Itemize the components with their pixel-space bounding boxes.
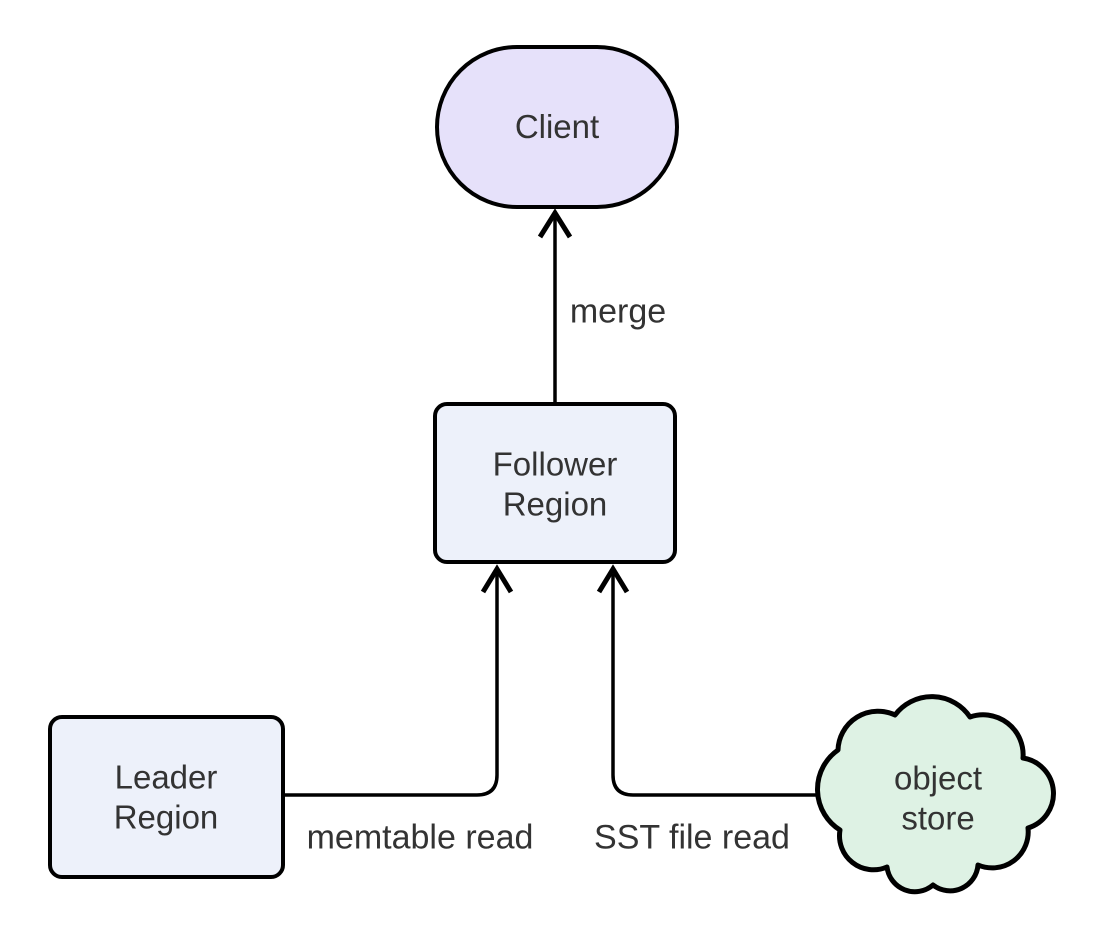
memtable-read-arrowhead — [480, 564, 514, 594]
memtable-read-edge-line — [280, 574, 499, 797]
sst-file-read-edge-line — [611, 574, 824, 797]
leader-region-node-shape — [48, 715, 285, 879]
object-store-node-label: object store — [893, 759, 983, 836]
edges-layer — [280, 208, 824, 797]
follower-region-node-label: Follower Region — [492, 445, 618, 522]
client-node-shape — [435, 45, 679, 209]
leader-region-node-label: Leader Region — [113, 758, 219, 835]
sst-file-read-edge-label: SST file read — [594, 818, 790, 857]
client-node-label: Client — [514, 108, 600, 146]
object-store-cloud-shape — [815, 694, 1056, 895]
merge-arrowhead — [537, 208, 573, 239]
merge-edge-label: merge — [569, 292, 667, 331]
sst-file-read-arrowhead — [596, 564, 630, 594]
follower-region-node-shape — [433, 402, 677, 564]
nodes-layer — [48, 45, 1056, 895]
memtable-read-edge-label: memtable read — [306, 818, 534, 857]
